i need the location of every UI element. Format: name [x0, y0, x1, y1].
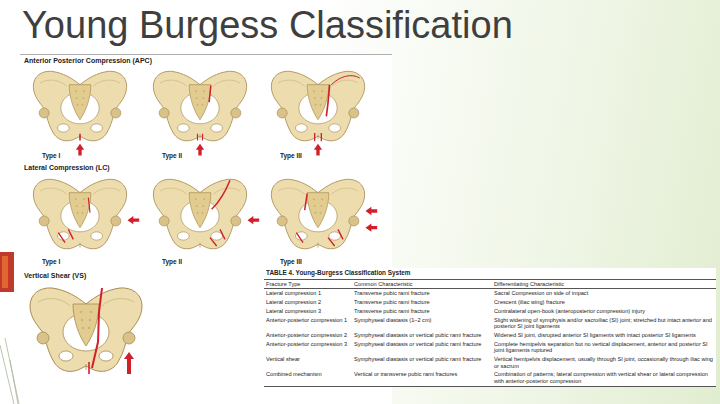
pelvis-figure [30, 288, 142, 374]
table-cell: Symphyseal diastasis or vertical pubic r… [352, 355, 492, 370]
table-cell: Symphyseal diastasis (1–2 cm) [352, 316, 492, 331]
type-label: Type I [42, 258, 60, 265]
table-cell: Widened SI joint, disrupted anterior SI … [492, 331, 716, 340]
table-cell: Transverse pubic rami fracture [352, 289, 492, 298]
classification-table: TABLE 4. Young-Burgess Classification Sy… [264, 268, 716, 387]
table-cell: Contralateral open-book (anteroposterior… [492, 307, 716, 316]
table-cell: Vertical shear [264, 355, 352, 370]
table-header: Fracture Type [264, 280, 352, 290]
table-cell: Combined mechanism [264, 370, 352, 385]
accent-bar [2, 256, 8, 288]
table-cell: Complete hemipelvis separation but no ve… [492, 340, 716, 355]
table-cell: Transverse pubic rami fracture [352, 307, 492, 316]
pelvis-figure [33, 179, 139, 249]
table-cell: Vertical hemipelvis displacement, usuall… [492, 355, 716, 370]
table-caption: TABLE 4. Young-Burgess Classification Sy… [264, 268, 716, 280]
table-cell: Vertical or transverse pubic rami fractu… [352, 370, 492, 385]
pelvis-figure [153, 179, 259, 249]
type-label: Type I [42, 152, 60, 159]
table-cell: Slight widening of symphysis and/or sacr… [492, 316, 716, 331]
table-cell: Symphyseal diastasis or vertical pubic r… [352, 331, 492, 340]
table-cell: Crescent (iliac wing) fracture [492, 298, 716, 307]
section-heading: Lateral Compression (LC) [24, 164, 110, 172]
accent-bar [0, 252, 14, 292]
table-cell: Anterior-posterior compression 2 [264, 331, 352, 340]
pelvis-figure [153, 71, 246, 155]
type-label: Type III [280, 258, 302, 265]
table-cell: Anterior-posterior compression 1 [264, 316, 352, 331]
table-cell: Lateral compression 2 [264, 298, 352, 307]
section-heading: Anterior Posterior Compression (APC) [24, 57, 152, 65]
type-label: Type II [162, 152, 182, 159]
table-cell: Lateral compression 3 [264, 307, 352, 316]
section-heading: Vertical Shear (VS) [24, 272, 86, 280]
pelvis-figure [33, 71, 126, 155]
table-cell: Transverse pubic rami fracture [352, 298, 492, 307]
table-cell: Sacral Compression on side of impact [492, 289, 716, 298]
table-header: Common Characteristic [352, 280, 492, 290]
table-header: Differentiating Characteristic [492, 280, 716, 290]
type-label: Type II [162, 258, 182, 265]
table-cell: Anterior-posterior compression 3 [264, 340, 352, 355]
pelvis-figure [271, 71, 364, 155]
table-cell: Combination of patterns; lateral compres… [492, 370, 716, 385]
decor-lines [0, 338, 19, 404]
slide-title: Young Burgess Classification [22, 4, 513, 47]
table-cell: Symphyseal diastasis or vertical pubic r… [352, 340, 492, 355]
pelvis-figure [271, 179, 377, 249]
table-cell: Lateral compression 1 [264, 289, 352, 298]
panel-rule [20, 54, 392, 55]
type-label: Type III [280, 152, 302, 159]
